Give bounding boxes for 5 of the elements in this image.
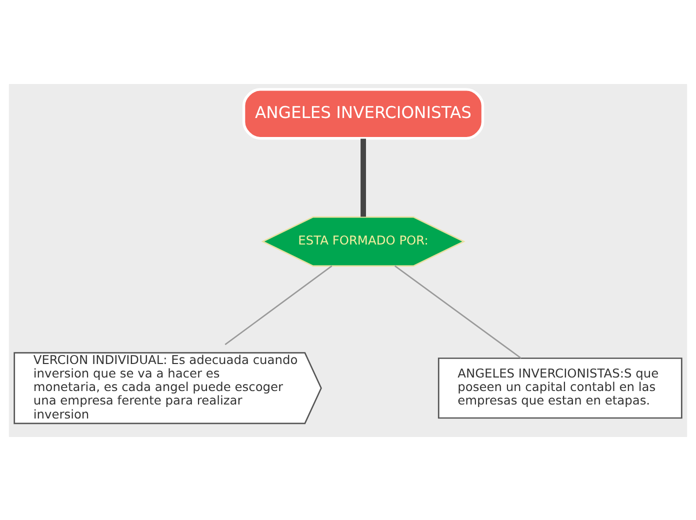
connector: [394, 264, 522, 358]
connector: [360, 138, 366, 216]
node-box: ANGELES INVERCIONISTAS: [242, 88, 484, 140]
connector: [224, 264, 332, 345]
node-box: ANGELES INVERCIONISTAS:S que poseen un capital contabl en las empresas que estan en etapas.: [438, 357, 682, 418]
